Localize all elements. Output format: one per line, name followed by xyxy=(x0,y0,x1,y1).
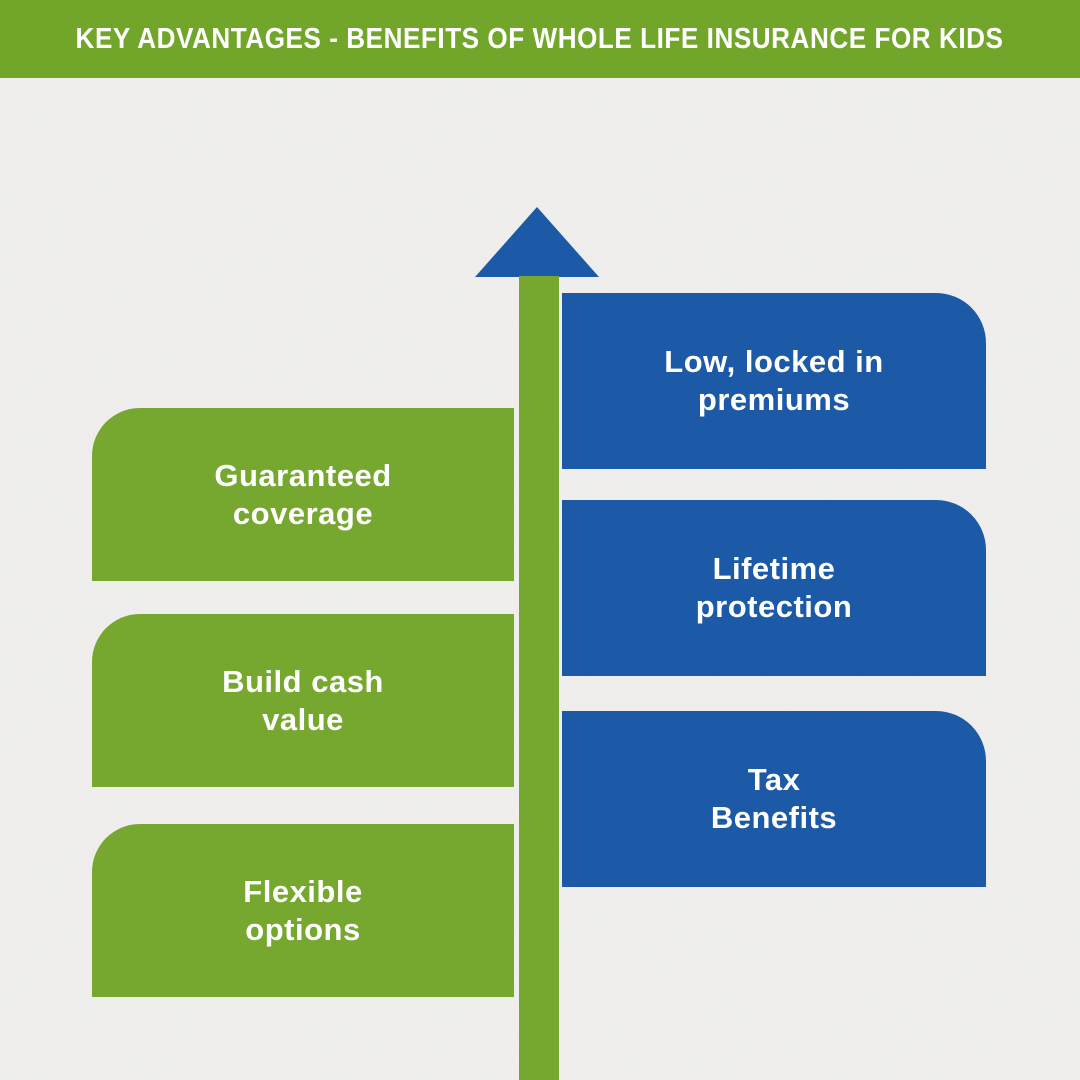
benefit-text-line: Flexible xyxy=(243,873,363,909)
page-title: KEY ADVANTAGES - BENEFITS OF WHOLE LIFE … xyxy=(76,22,1004,55)
benefit-card-tax-benefits: Tax Benefits xyxy=(562,711,986,887)
benefit-text-line: Lifetime xyxy=(712,551,836,586)
arrow-shaft xyxy=(519,276,559,1080)
benefit-text-line: Tax xyxy=(747,762,801,797)
benefit-text-line: Build cash xyxy=(222,663,384,699)
benefit-card-flexible-options: Flexible options xyxy=(92,824,514,997)
benefit-text-line: value xyxy=(262,701,344,737)
header-banner: KEY ADVANTAGES - BENEFITS OF WHOLE LIFE … xyxy=(0,0,1080,78)
benefit-text-line: Low, locked in xyxy=(664,344,884,379)
benefit-card-build-cash-value: Build cash value xyxy=(92,614,514,787)
benefit-card-guaranteed-coverage: Guaranteed coverage xyxy=(92,408,514,581)
benefit-text-line: protection xyxy=(695,589,853,624)
benefit-text-line: Guaranteed xyxy=(214,457,392,493)
arrow-up-icon xyxy=(475,207,599,277)
benefit-card-lifetime-protection: Lifetime protection xyxy=(562,500,986,676)
benefit-card-low-locked-premiums: Low, locked in premiums xyxy=(562,293,986,469)
benefit-text-line: Benefits xyxy=(710,800,838,835)
benefit-text-line: options xyxy=(245,911,361,947)
benefit-text-line: coverage xyxy=(232,495,374,531)
benefit-text-line: premiums xyxy=(697,382,851,417)
